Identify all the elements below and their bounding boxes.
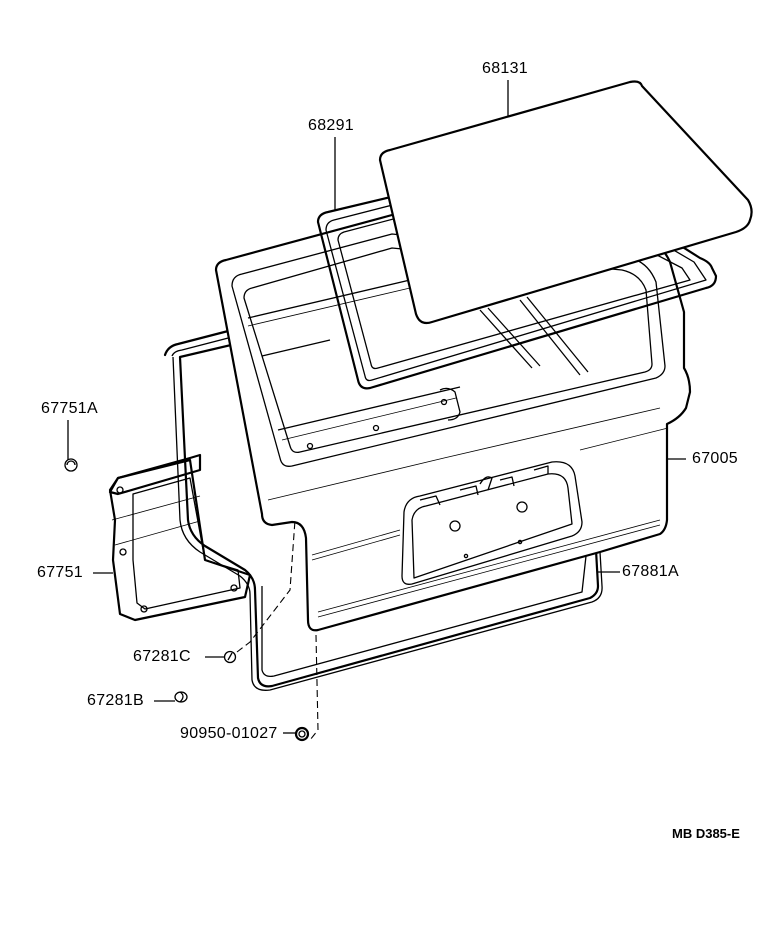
label-90950-01027: 90950-01027 [180,725,278,742]
assembly-line-90950 [309,634,319,741]
drawing-code: MB D385-E [672,826,740,841]
assembly-line-67281C [236,519,296,653]
label-67751: 67751 [37,564,83,581]
label-67281C: 67281C [133,648,191,665]
grommet-90950-01027 [294,726,310,742]
label-67881A: 67881A [622,563,679,580]
label-67005: 67005 [692,450,738,467]
weatherstrip-67881A [163,313,603,691]
back-door-panel-67005 [214,213,692,632]
label-68131: 68131 [482,60,528,77]
label-67281B: 67281B [87,692,144,709]
glass-weatherstrip-68291 [316,188,718,390]
label-67751A: 67751A [41,400,98,417]
trim-board-67751 [108,453,252,622]
clip-67281C [223,650,237,664]
back-door-glass-68131 [378,80,753,325]
label-68291: 68291 [308,117,354,134]
clip-67751A [64,458,78,472]
leader-lines [67,80,686,734]
clip-67281B [174,691,188,703]
